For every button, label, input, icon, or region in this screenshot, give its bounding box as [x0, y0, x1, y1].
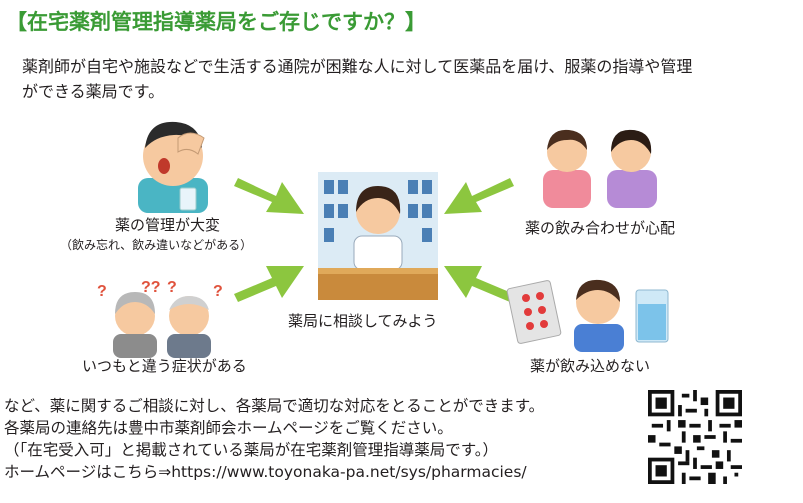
- arrow-bottom-left: [234, 266, 304, 302]
- label-drug-interaction: 薬の飲み合わせが心配: [525, 219, 676, 237]
- label-consult-pharmacy: 薬局に相談してみよう: [288, 312, 438, 330]
- boy-medicine-illustration: [506, 279, 669, 352]
- arrow-top-left: [234, 178, 304, 214]
- intro-text: 薬剤師が自宅や施設などで生活する通院が困難な人に対して医薬品を届け、服薬の指導や…: [22, 54, 782, 104]
- arrow-bottom-right: [444, 266, 514, 302]
- intro-line-2: ができる薬局です。: [22, 82, 165, 101]
- elderly-couple-illustration: ? ?? ? ?: [97, 279, 223, 358]
- label-unusual-symptoms: いつもと違う症状がある: [82, 357, 247, 375]
- women-talking-illustration: [543, 129, 657, 208]
- footer-line-1: など、薬に関するご相談に対し、各薬局で適切な対応をとることができます。: [4, 397, 545, 415]
- man-headache-illustration: [138, 121, 208, 213]
- intro-line-1: 薬剤師が自宅や施設などで生活する通院が困難な人に対して医薬品を届け、服薬の指導や…: [22, 57, 693, 76]
- page-title: 【在宅薬剤管理指導薬局をご存じですか？】: [6, 10, 426, 34]
- svg-text:?: ?: [213, 283, 223, 300]
- qr-code[interactable]: [648, 390, 742, 484]
- footer-line-3: （「在宅受入可」と掲載されている薬局が在宅薬剤管理指導薬局です。）: [4, 441, 498, 459]
- footer-text: など、薬に関するご相談に対し、各薬局で適切な対応をとることができます。 各薬局の…: [4, 395, 544, 483]
- footer-line-2: 各薬局の連絡先は豊中市薬剤師会ホームページをご覧ください。: [4, 419, 453, 437]
- label-cannot-swallow: 薬が飲み込めない: [530, 357, 651, 375]
- pharmacist-illustration: [318, 172, 438, 300]
- svg-text:?: ?: [97, 283, 107, 300]
- svg-text:?: ?: [167, 279, 177, 296]
- arrow-top-right: [444, 178, 514, 214]
- footer-line-4[interactable]: ホームページはこちら⇒https://www.toyonaka-pa.net/s…: [4, 463, 527, 481]
- label-medicine-management-sub: （飲み忘れ、飲み違いなどがある）: [60, 238, 253, 252]
- svg-text:??: ??: [141, 279, 161, 296]
- label-medicine-management: 薬の管理が大変: [115, 216, 221, 234]
